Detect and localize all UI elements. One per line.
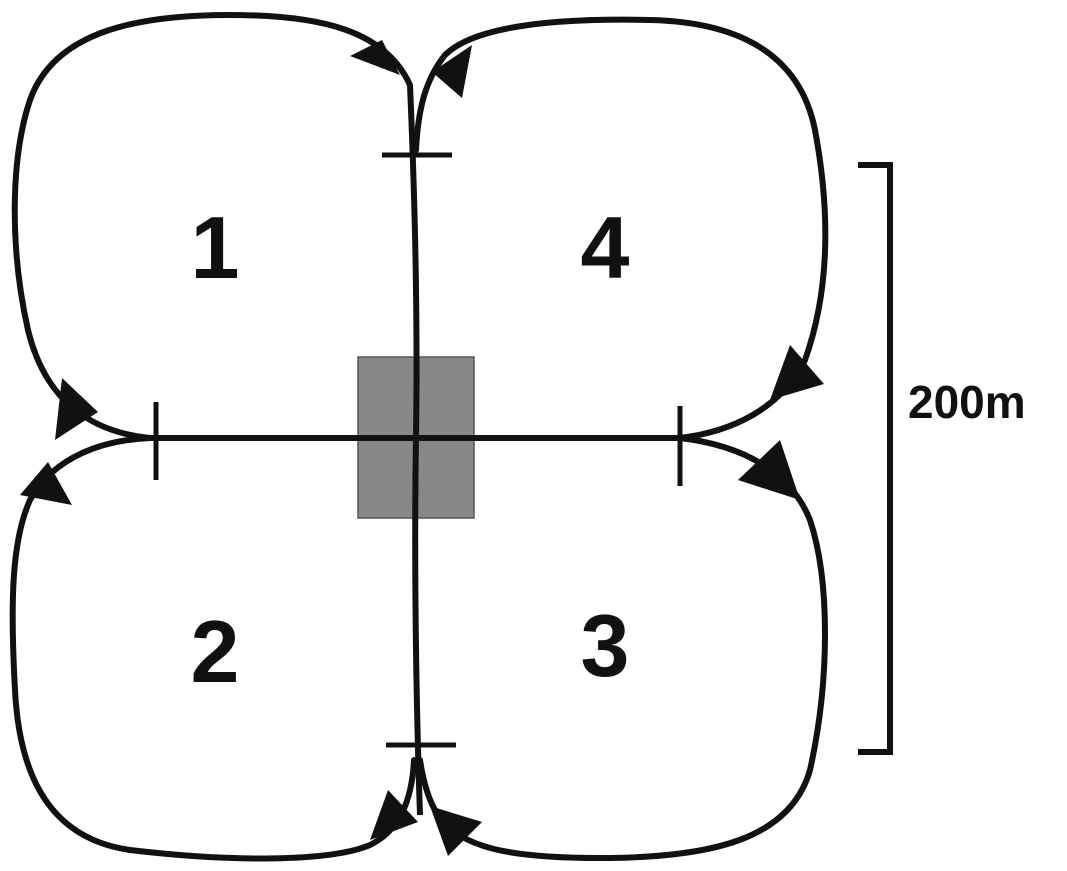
arrow-icon — [350, 40, 400, 75]
vertical-axis — [407, 84, 423, 816]
quadrant-label-2: 2 — [191, 602, 240, 701]
arrow-icon — [55, 378, 98, 440]
quadrant-label-1: 1 — [191, 198, 240, 297]
scale-bracket — [858, 162, 893, 755]
arrow-icon — [430, 806, 482, 856]
arrow-icon — [432, 45, 472, 98]
arrow-icon — [370, 790, 418, 840]
arrow-icon — [770, 345, 824, 400]
arrow-icon — [738, 440, 800, 500]
quadrant-label-3: 3 — [581, 596, 630, 695]
scale-label: 200m — [908, 376, 1026, 428]
loop-1 — [11, 12, 413, 441]
arrow-icon — [20, 462, 72, 505]
quadrant-label-4: 4 — [581, 198, 630, 297]
